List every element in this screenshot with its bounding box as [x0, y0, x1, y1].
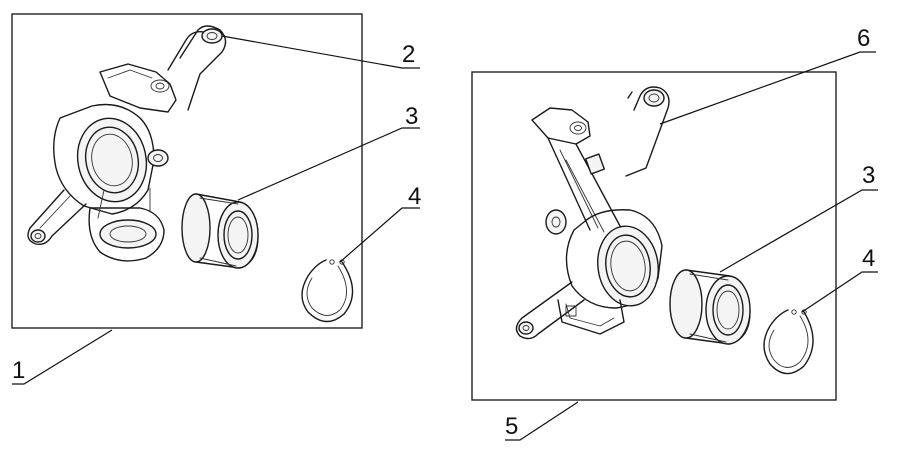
- right-steering-knuckle: [515, 86, 670, 340]
- leader-6: [659, 51, 876, 125]
- leader-4-right: [801, 271, 878, 313]
- leader-3-right: [719, 189, 878, 273]
- callout-4-right: 4: [862, 245, 875, 272]
- callout-5: 5: [505, 413, 518, 440]
- left-kit-frame: [11, 13, 363, 329]
- left-retaining-ring: [301, 259, 354, 323]
- leader-1: [12, 329, 113, 385]
- leader-3-left: [237, 127, 420, 201]
- callout-6: 6: [857, 25, 870, 52]
- right-kit-frame: [471, 71, 837, 401]
- callout-3-right: 3: [862, 162, 875, 189]
- leader-4-left: [339, 207, 420, 263]
- leader-5: [505, 401, 579, 441]
- right-retaining-ring: [763, 309, 814, 375]
- left-wheel-bearing: [181, 193, 259, 269]
- left-assembly: 2 3 4 1: [11, 13, 421, 385]
- left-steering-knuckle: [27, 25, 227, 262]
- callout-4-left: 4: [408, 183, 421, 210]
- leader-2: [221, 35, 420, 69]
- callout-2: 2: [402, 41, 415, 68]
- callout-3-left: 3: [405, 103, 418, 130]
- callout-1: 1: [12, 357, 25, 384]
- right-assembly: 6 3 4 5: [471, 25, 878, 441]
- right-wheel-bearing: [669, 269, 751, 345]
